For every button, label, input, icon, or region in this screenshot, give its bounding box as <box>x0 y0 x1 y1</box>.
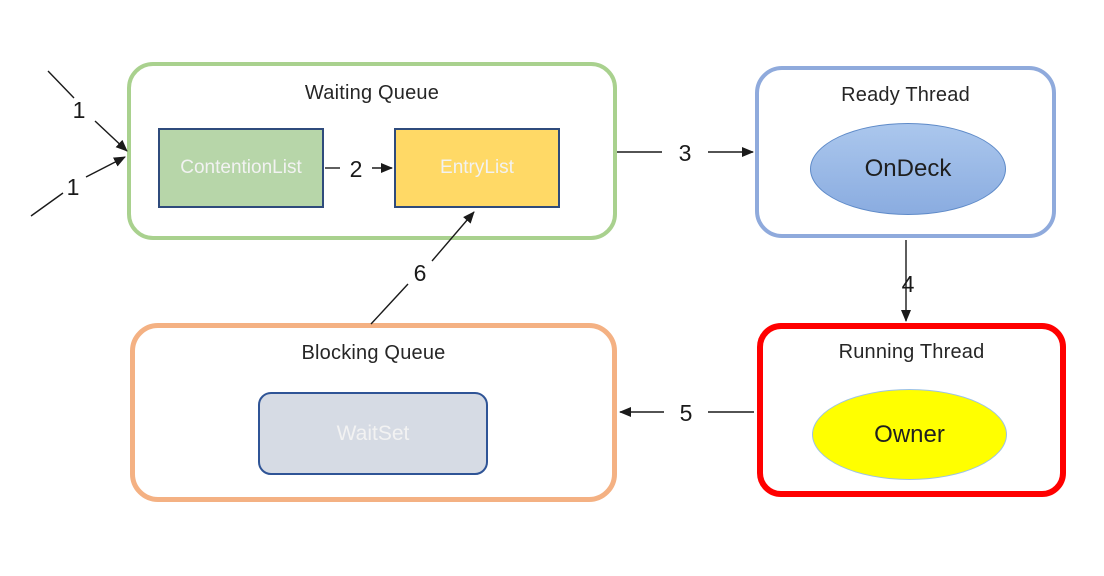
owner-ellipse: Owner <box>812 389 1007 480</box>
edge-label-3: 3 <box>679 140 692 166</box>
running-thread-group: Running Thread <box>757 323 1066 497</box>
waiting-queue-title: Waiting Queue <box>304 82 440 104</box>
edge-6-segment-a <box>370 283 409 325</box>
waiting-queue-group: Waiting Queue <box>127 62 617 240</box>
edge-label-1-upper: 1 <box>73 97 86 123</box>
edge-1-upper-segment-b <box>94 120 128 152</box>
edge-label-6: 6 <box>414 260 427 286</box>
ready-thread-group: Ready Thread <box>755 66 1056 238</box>
edge-label-5: 5 <box>680 400 693 426</box>
ready-thread-title: Ready Thread <box>841 84 970 106</box>
edge-1-lower-segment-b <box>85 156 126 178</box>
blocking-queue-group: Blocking Queue <box>130 323 617 502</box>
edge-1-lower-segment-a <box>30 192 64 217</box>
on-deck-ellipse: OnDeck <box>810 123 1006 215</box>
contention-list-label: ContentionList <box>180 157 302 178</box>
edge-label-1-lower: 1 <box>67 174 80 200</box>
on-deck-label: OnDeck <box>864 155 952 182</box>
edge-label-4: 4 <box>902 271 915 297</box>
entry-list-label: EntryList <box>440 157 514 178</box>
running-thread-title: Running Thread <box>838 341 985 363</box>
entry-list-node: EntryList <box>394 128 560 208</box>
owner-label: Owner <box>874 420 945 448</box>
contention-list-node: ContentionList <box>158 128 324 208</box>
edge-1-upper-segment-a <box>47 70 75 99</box>
wait-set-label: WaitSet <box>336 421 410 445</box>
wait-set-node: WaitSet <box>258 392 488 475</box>
blocking-queue-title: Blocking Queue <box>301 342 446 364</box>
